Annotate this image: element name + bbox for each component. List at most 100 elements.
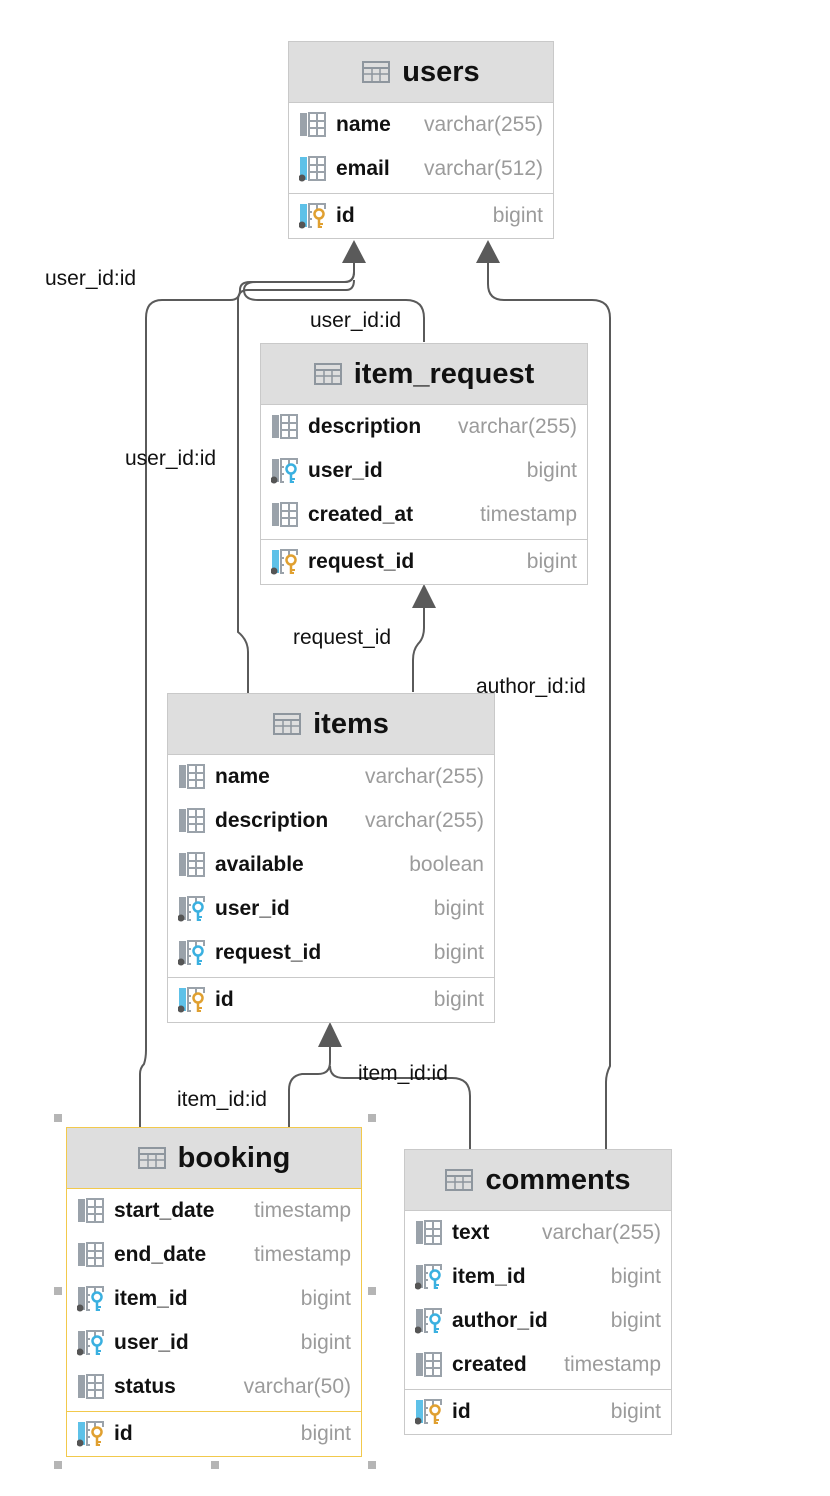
foreign-key-icon [271, 458, 298, 484]
column-name: item_id [452, 1265, 526, 1288]
foreign-key-icon [178, 896, 205, 922]
table-header[interactable]: item_request [261, 344, 587, 405]
column-type: timestamp [480, 503, 577, 526]
table-title: item_request [353, 357, 535, 390]
column-row[interactable]: available boolean [168, 843, 494, 887]
table-title: users [402, 55, 480, 88]
column-name: available [215, 853, 304, 876]
column-type: boolean [409, 853, 484, 876]
foreign-key-icon [77, 1286, 104, 1312]
column-type: bigint [610, 1400, 661, 1423]
column-icon [300, 112, 326, 137]
edge-comments-users [487, 262, 611, 1149]
column-row[interactable]: item_id bigint [67, 1277, 361, 1321]
column-type: varchar(255) [457, 415, 577, 438]
resize-handle-ne[interactable] [368, 1114, 376, 1122]
table-header[interactable]: comments [405, 1150, 671, 1211]
column-row[interactable]: name varchar(255) [168, 755, 494, 799]
edge-label-comments-users: author_id:id [476, 675, 586, 698]
column-icon [78, 1242, 104, 1267]
primary-key-icon [299, 203, 326, 229]
column-name: end_date [114, 1243, 207, 1266]
edge-label-booking-items: item_id:id [177, 1088, 267, 1111]
resize-handle-e[interactable] [368, 1287, 376, 1295]
column-type: bigint [526, 550, 577, 573]
column-name: name [336, 113, 391, 136]
column-type: varchar(512) [423, 157, 543, 180]
column-type: bigint [526, 459, 577, 482]
table-header[interactable]: booking [67, 1128, 361, 1189]
column-row[interactable]: user_id bigint [261, 449, 587, 493]
column-name: name [215, 765, 270, 788]
column-type: bigint [433, 897, 484, 920]
column-name: user_id [114, 1331, 189, 1354]
column-type: bigint [300, 1287, 351, 1310]
edge-booking-items [288, 1046, 331, 1127]
primary-key-icon [271, 549, 298, 575]
arrowhead-items [318, 1022, 342, 1047]
column-row[interactable]: id bigint [405, 1389, 671, 1434]
primary-key-icon [178, 987, 205, 1013]
column-name: item_id [114, 1287, 188, 1310]
column-name: id [114, 1422, 133, 1445]
column-icon [272, 502, 298, 527]
edge-label-booking-users: user_id:id [45, 267, 137, 290]
column-icon [272, 414, 298, 439]
table-icon [362, 61, 391, 83]
resize-handle-nw[interactable] [54, 1114, 62, 1122]
arrowhead-users-left [342, 240, 366, 263]
foreign-key-icon [415, 1264, 442, 1290]
foreign-key-icon [415, 1308, 442, 1334]
column-icon [416, 1352, 442, 1377]
column-type: varchar(255) [364, 809, 484, 832]
primary-key-icon [415, 1399, 442, 1425]
column-name: user_id [215, 897, 290, 920]
column-row[interactable]: end_date timestamp [67, 1233, 361, 1277]
column-icon [78, 1198, 104, 1223]
column-type: varchar(255) [541, 1221, 661, 1244]
column-type: bigint [433, 988, 484, 1011]
primary-key-icon [77, 1421, 104, 1447]
column-type: varchar(255) [364, 765, 484, 788]
column-type: timestamp [254, 1243, 351, 1266]
column-name: status [114, 1375, 176, 1398]
column-type: varchar(50) [243, 1375, 351, 1398]
column-type: varchar(255) [423, 113, 543, 136]
edge-items-item_request [412, 608, 425, 692]
column-name: author_id [452, 1309, 548, 1332]
resize-handle-w[interactable] [54, 1287, 62, 1295]
table-header[interactable]: items [168, 694, 494, 755]
table-header[interactable]: users [289, 42, 553, 103]
column-name: id [452, 1400, 471, 1423]
resize-handle-s[interactable] [211, 1461, 219, 1469]
resize-handle-sw[interactable] [54, 1461, 62, 1469]
edge-label-comments-items: item_id:id [358, 1062, 448, 1085]
table-items[interactable]: items name varchar(255) description varchar(… [167, 693, 495, 1023]
column-name: description [215, 809, 329, 832]
column-row[interactable]: user_id bigint [168, 887, 494, 931]
resize-handle-se[interactable] [368, 1461, 376, 1469]
column-row[interactable]: status varchar(50) [67, 1365, 361, 1409]
column-name: user_id [308, 459, 383, 482]
column-row[interactable]: name varchar(255) [289, 103, 553, 147]
column-row[interactable]: description varchar(255) [168, 799, 494, 843]
column-name: created [452, 1353, 527, 1376]
